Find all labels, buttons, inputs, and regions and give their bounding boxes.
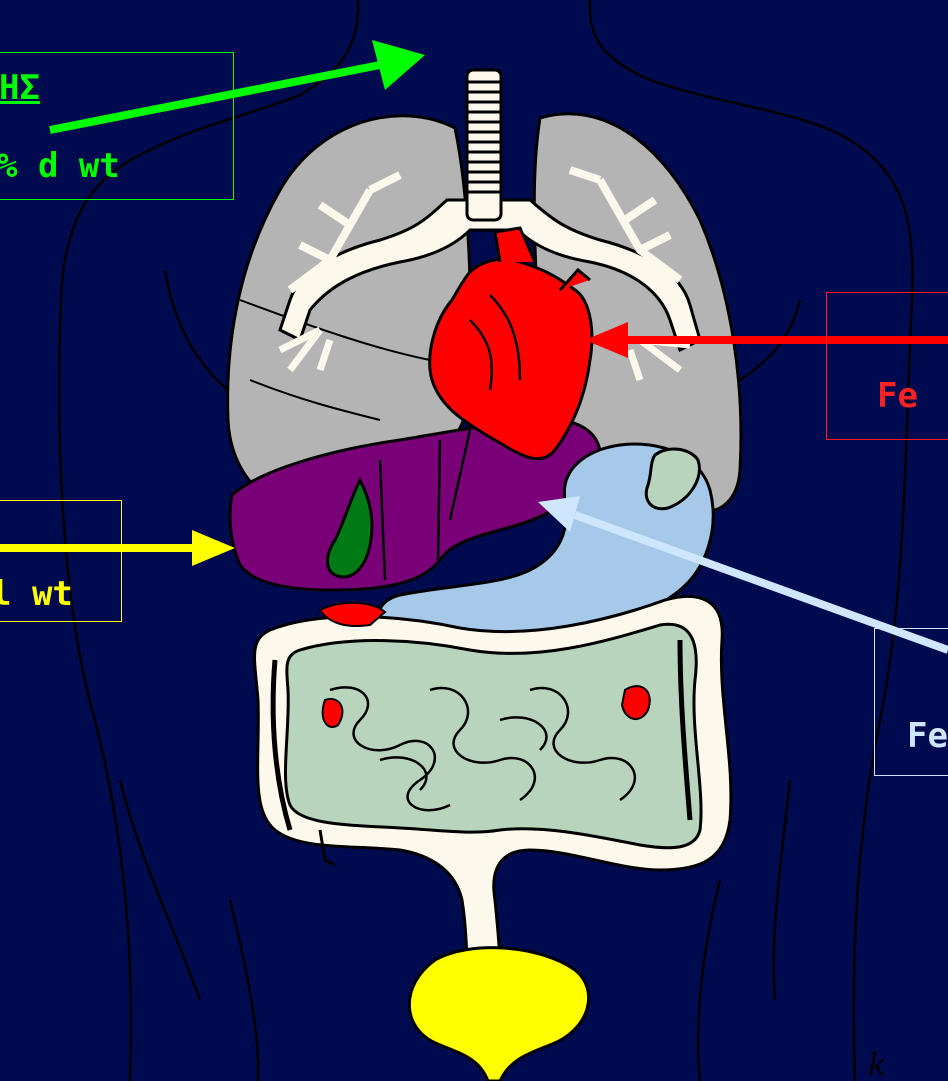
label-box-yellow: l wt — [0, 500, 122, 622]
label-red-line2: Fe — [877, 379, 918, 413]
label-green-line2: % d wt — [0, 149, 120, 183]
red-organ-mid — [323, 699, 343, 727]
label-blue-line2: Fe — [907, 719, 948, 753]
red-organ-right — [622, 686, 650, 719]
signature-mark: k — [868, 1048, 886, 1081]
label-box-red: Fe — [826, 292, 948, 440]
label-green-line1: ΗΣ — [0, 71, 40, 105]
label-yellow-line2: l wt — [0, 577, 73, 611]
label-box-blue: Fe — [874, 628, 948, 776]
label-box-green: ΗΣ % d wt — [0, 52, 234, 200]
